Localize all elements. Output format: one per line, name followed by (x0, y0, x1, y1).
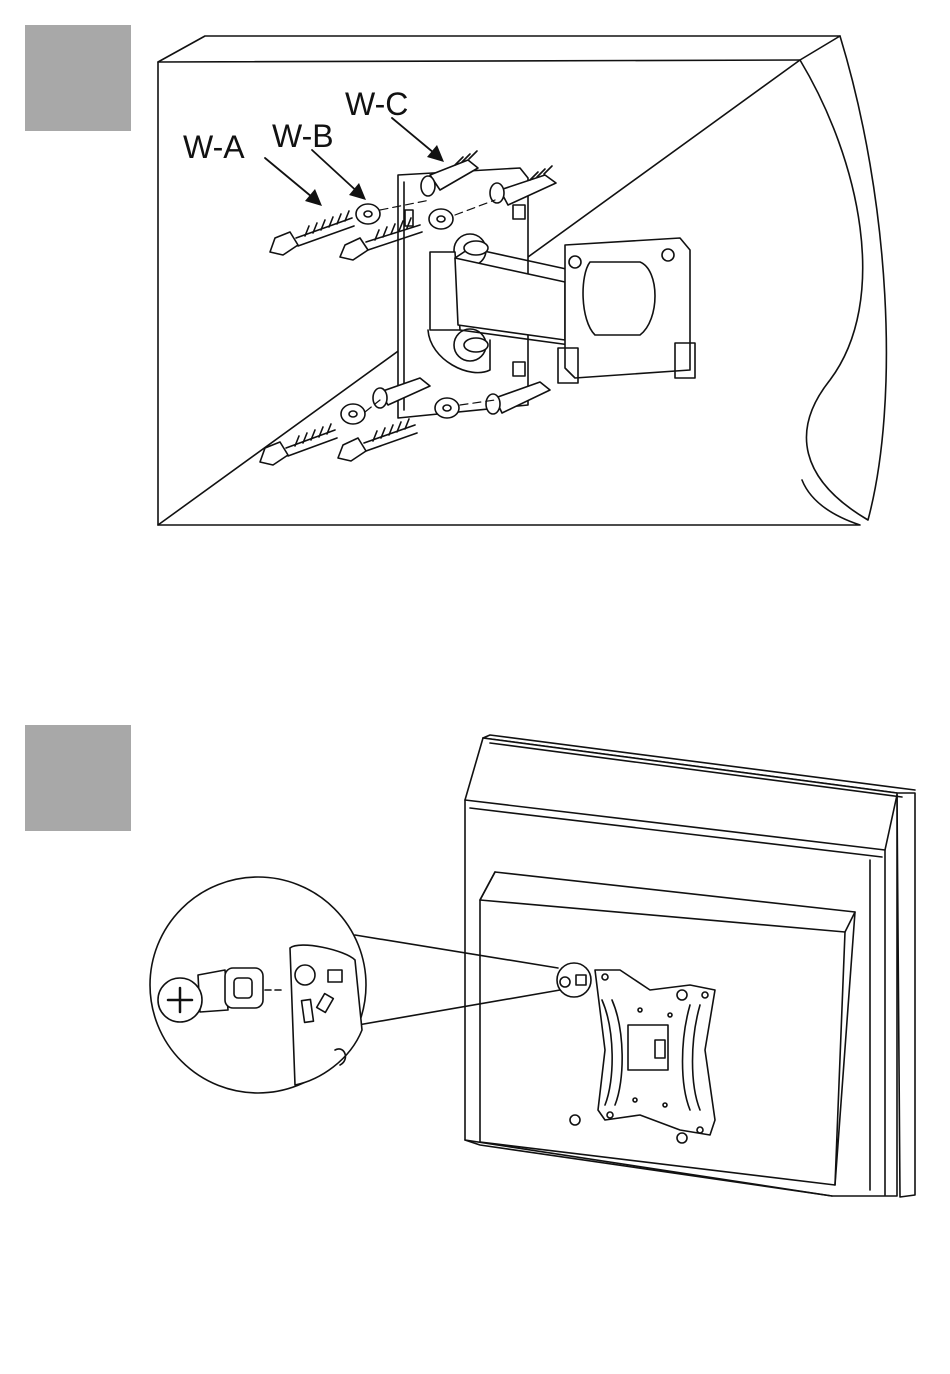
label-w-c: W-C (345, 86, 408, 122)
washer-upper-right (429, 209, 453, 229)
washer-lower-left (341, 404, 365, 424)
detail-zoom-circle (150, 877, 366, 1093)
label-w-a: W-A (183, 129, 245, 165)
washer-upper-left (356, 204, 380, 224)
washer-lower-right (435, 398, 459, 418)
lag-bolt-lower-right (338, 419, 417, 461)
mount-tv-bracket (558, 238, 695, 383)
label-w-b: W-B (272, 118, 334, 154)
tv-bracket-figure (0, 700, 950, 1374)
tv-mount-plate (595, 970, 715, 1135)
wall-mount-figure: W-A W-B W-C (0, 0, 950, 700)
